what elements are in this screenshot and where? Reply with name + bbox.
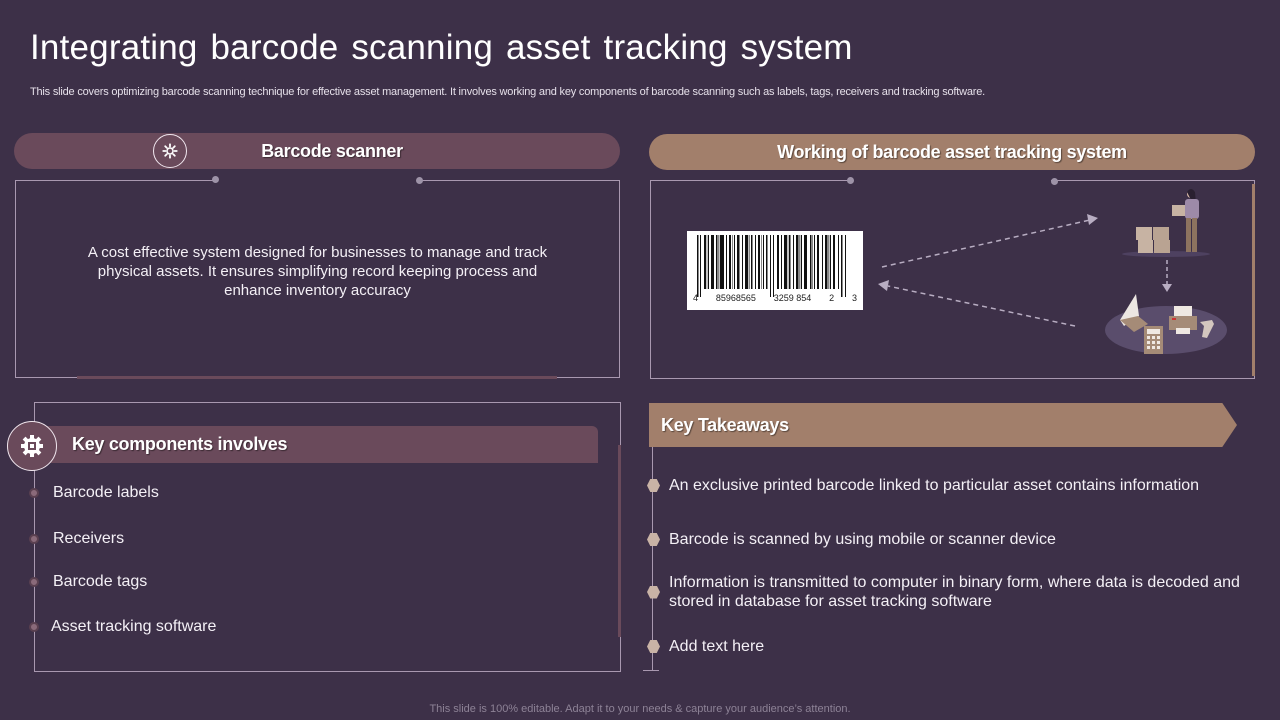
dashed-arrow-down-icon [1162,260,1172,292]
takeaway-text: Barcode is scanned by using mobile or sc… [669,531,1056,548]
hexagon-bullet-icon [647,585,660,599]
key-components-title: Key components involves [72,434,288,454]
divider-accent [77,376,557,379]
component-label: Asset tracking software [51,618,217,635]
component-item: Barcode tags [29,573,147,591]
takeaway-text: An exclusive printed barcode linked to p… [669,477,1200,494]
barcode-digit: 85968565 [715,293,756,303]
hexagon-bullet-icon [647,640,660,653]
person-with-boxes-illustration [1122,189,1210,257]
connector-dot [1051,178,1058,185]
dashed-arrows-icon [878,214,1098,327]
connector-dot [847,177,854,184]
connector-dot [416,177,423,184]
gear-icon [162,143,178,159]
connector-dot [212,176,219,183]
working-header: Working of barcode asset tracking system [649,134,1255,170]
component-item: Barcode labels [29,484,159,502]
bullet-icon [29,488,39,498]
frame-accent-bar [618,445,621,637]
timeline-line [652,447,653,671]
takeaway-item: Add text here [647,637,764,656]
frame-gap-cover [218,178,418,182]
barcode-digit: 3259 854 [773,293,812,303]
working-title: Working of barcode asset tracking system [777,141,1127,162]
gear-icon [7,421,57,471]
bullet-icon [29,577,39,587]
component-item: Receivers [29,530,124,548]
timeline-end [643,670,659,671]
component-label: Barcode tags [53,573,148,590]
barcode-image: 4 85968565 3259 854 2 3 [687,231,863,310]
barcode-digit: 2 [829,293,835,303]
barcode-digit: 3 [851,293,857,303]
hexagon-bullet-icon [647,533,660,546]
key-takeaways-title: Key Takeaways [661,414,789,435]
component-label: Receivers [53,530,125,547]
barcode-bars-icon [697,235,846,297]
page-subtitle: This slide covers optimizing barcode sca… [30,86,986,98]
bullet-icon [29,534,39,544]
page-title: Integrating barcode scanning asset track… [30,28,853,67]
barcode-scanner-header: Barcode scanner [14,133,620,169]
component-item: Asset tracking software [29,618,216,636]
hexagon-bullet-icon [647,479,660,492]
takeaway-text: Information is transmitted to computer i… [669,574,1240,610]
takeaway-item: Information is transmitted to computer i… [647,573,1247,611]
takeaway-item: Barcode is scanned by using mobile or sc… [647,530,1056,549]
barcode-digit: 4 [693,293,699,303]
barcode-scanner-title: Barcode scanner [261,140,403,161]
frame-accent-bar [1252,184,1255,376]
bullet-icon [29,622,39,632]
frame-gap-cover [853,178,1051,182]
component-label: Barcode labels [53,484,159,501]
gear-glyph-icon [21,435,43,457]
gear-scanner-icon [153,134,187,168]
footer-note: This slide is 100% editable. Adapt it to… [429,703,851,715]
barcode-scanner-description: A cost effective system designed for bus… [87,244,548,299]
office-devices-illustration [1105,294,1227,354]
key-takeaways-header: Key Takeaways [649,403,1237,447]
takeaway-item: An exclusive printed barcode linked to p… [647,476,1199,495]
key-components-header: Key components involves [36,426,598,463]
barcode-digits: 4 85968565 3259 854 2 3 [691,293,859,303]
takeaway-text: Add text here [669,638,765,655]
